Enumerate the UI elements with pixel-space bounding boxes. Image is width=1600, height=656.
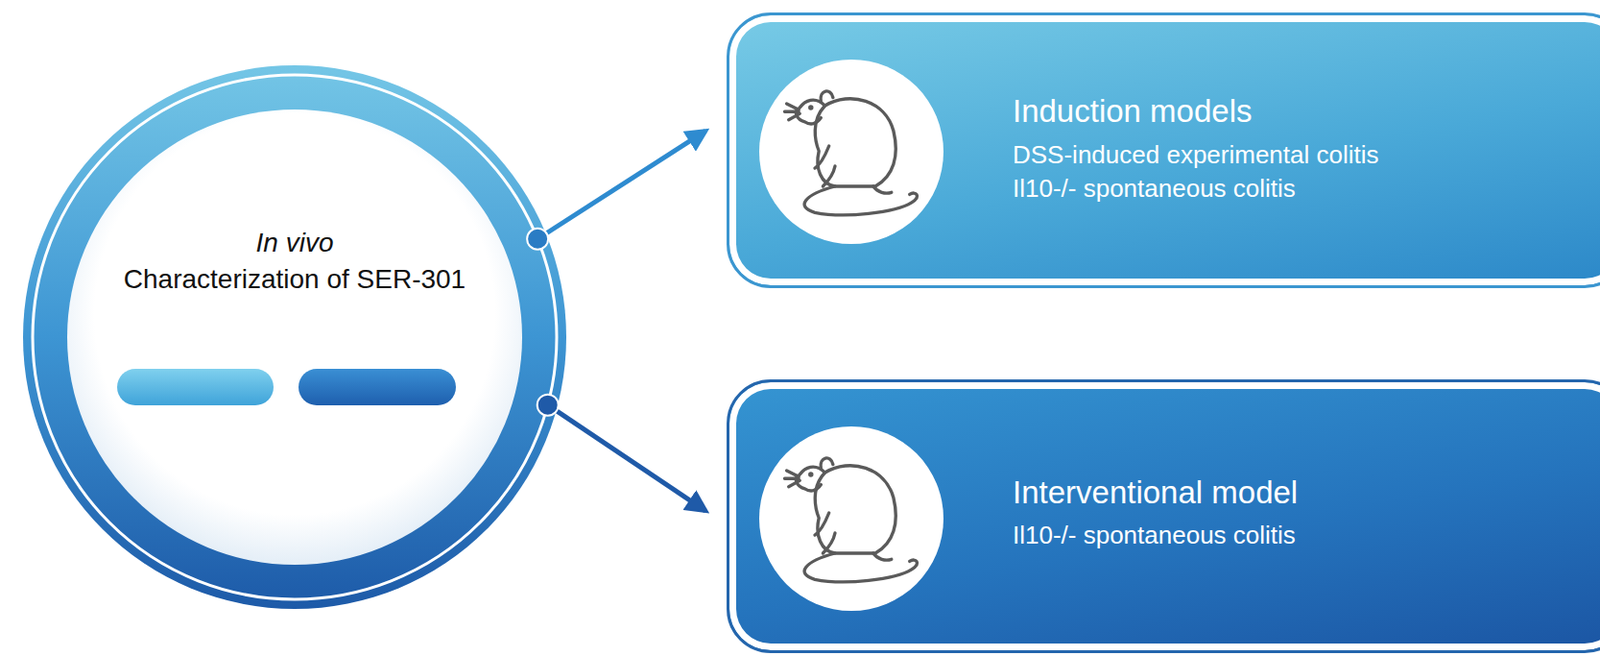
pill-shape [117,368,274,406]
connector-dot [526,228,549,250]
text-group: Interventional modelIl10-/- spontaneous … [1012,473,1584,555]
mouse-foot [873,552,892,560]
mouse-icon [785,457,918,582]
mouse-ear [820,91,834,102]
mouse-whiskers [785,103,801,120]
mouse-body [814,98,896,187]
mouse-foot [873,186,892,193]
node-heading: Induction models [1012,92,1584,131]
ring-line [32,74,557,599]
connector-dot [537,394,559,416]
outer-ring [23,65,567,609]
model-box: Interventional modelIl10-/- spontaneous … [726,379,1600,653]
icon-graphic [729,382,1600,656]
pill-shape [298,368,456,406]
mouse-ear [820,457,834,469]
node-text: DSS-induced experimental colitis [1012,140,1584,170]
mouse-icon [785,91,918,215]
arrow-connector [548,405,706,511]
node-text: Il10-/- spontaneous colitis [1012,520,1584,550]
model-box: Induction modelsDSS-induced experimental… [726,12,1600,288]
mouse-body [814,465,896,553]
mouse-head [795,466,825,491]
icon-disc [759,59,944,244]
node-heading: Interventional model [1012,473,1584,512]
inner-disc [67,109,523,565]
mouse-head [795,99,825,124]
mouse-legs [814,512,836,553]
node-text: Characterization of SER-301 [102,262,487,296]
mouse-eye [808,471,813,477]
mouse-tail [804,186,917,215]
arrow-connector [537,130,706,239]
node-heading: In vivo [102,226,487,260]
node-text: Il10-/- spontaneous colitis [1012,173,1584,204]
text-group: Induction modelsDSS-induced experimental… [1012,92,1584,208]
mouse-whiskers [785,470,801,487]
mouse-tail [804,552,917,582]
ring-graphic [21,63,569,611]
icon-disc [759,426,944,611]
text-group: In vivoCharacterization of SER-301 [102,226,487,299]
center-circle: In vivoCharacterization of SER-301 [21,63,569,611]
mouse-eye [808,104,813,110]
mouse-legs [814,145,836,187]
